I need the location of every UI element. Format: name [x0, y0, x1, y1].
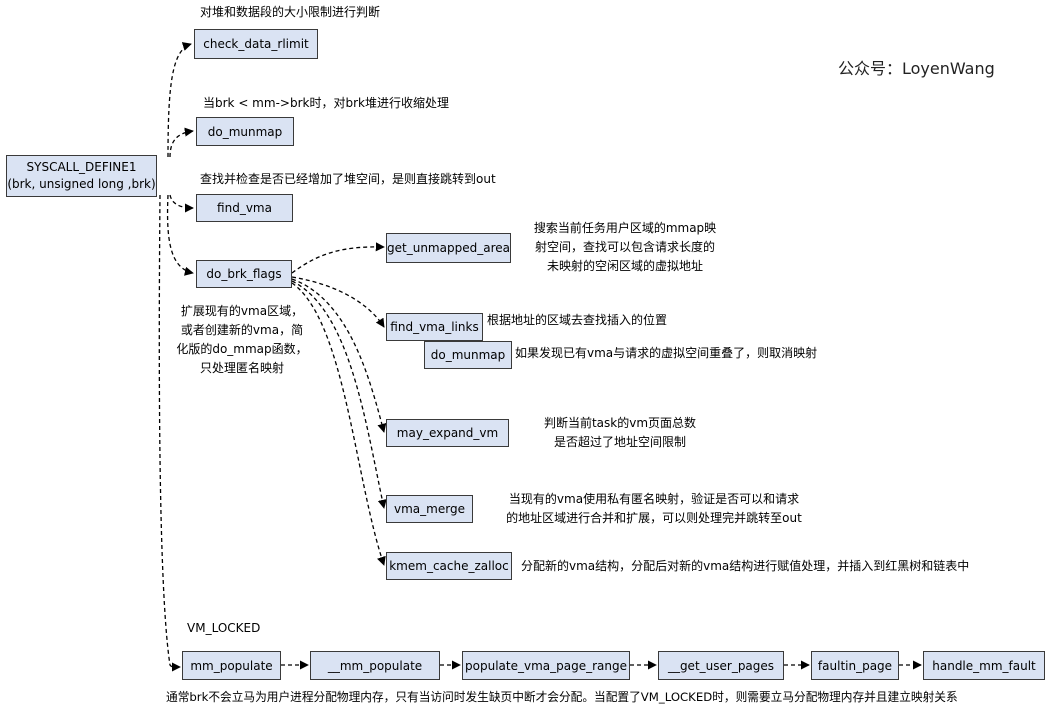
do-brk-flags-note: 扩展现有的vma区域， 或者创建新的vma，简 化版的do_mmap函数， 只处… [172, 302, 312, 378]
vma-merge-box[interactable]: vma_merge [386, 495, 473, 523]
do-munmap-inner-box[interactable]: do_munmap [424, 341, 512, 369]
do-brk-flags-note-line: 化版的do_mmap函数， [176, 342, 308, 356]
arrow-to-find-vma-links [291, 276, 385, 328]
root-line2: (brk, unsigned long ,brk) [7, 177, 156, 191]
do-munmap-top-note: 当brk < mm->brk时，对brk堆进行收缩处理 [203, 96, 449, 110]
watermark: 公众号：LoyenWang [838, 59, 995, 78]
arrow-to-find-vma [169, 194, 194, 213]
arrow-to-may-expand-vm [291, 278, 387, 433]
may-expand-vm-box[interactable]: may_expand_vm [386, 419, 509, 447]
find-vma-links-box[interactable]: find_vma_links [386, 313, 483, 341]
get-unmapped-area-note-line: 搜索当前任务用户区域的mmap映 [533, 221, 717, 235]
check-data-rlimit-note: 对堆和数据段的大小限制进行判断 [200, 5, 381, 19]
find-vma-links-note: 根据地址的区域去查找插入的位置 [487, 313, 668, 327]
kmem-cache-zalloc-note: 分配新的vma结构，分配后对新的vma结构进行赋值处理，并插入到红黑树和链表中 [521, 559, 970, 573]
populate-vma-page-range-box[interactable]: populate_vma_page_range [462, 651, 630, 680]
syscall-define1-box[interactable]: SYSCALL_DEFINE1 (brk, unsigned long ,brk… [6, 155, 157, 197]
vma-merge-note: 当现有的vma使用私有匿名映射，验证是否可以和请求 的地址区域进行合并和扩展，可… [482, 490, 826, 528]
mm-populate-box[interactable]: mm_populate [182, 651, 281, 680]
find-vma-box[interactable]: find_vma [196, 194, 293, 222]
do-munmap-top-box[interactable]: do_munmap [196, 117, 294, 146]
bottom-note: 通常brk不会立马为用户进程分配物理内存，只有当访问时发生缺页中断才会分配。当配… [166, 690, 958, 704]
mm-populate2-box[interactable]: __mm_populate [310, 651, 440, 680]
vma-merge-note-line: 的地址区域进行合并和扩展，可以则处理完并跳转至out [506, 511, 802, 525]
arrow-to-mm-populate [158, 194, 181, 672]
may-expand-vm-note-line: 判断当前task的vm页面总数 [543, 416, 697, 430]
vm-locked-label: VM_LOCKED [187, 621, 261, 635]
faultin-page-box[interactable]: faultin_page [811, 651, 899, 680]
arrow-to-kmem-cache-zalloc [291, 282, 386, 566]
do-brk-flags-note-line: 只处理匿名映射 [199, 361, 284, 375]
find-vma-note: 查找并检查是否已经增加了堆空间，是则直接跳转到out [200, 172, 496, 186]
get-unmapped-area-box[interactable]: get_unmapped_area [386, 233, 511, 263]
check-data-rlimit-box[interactable]: check_data_rlimit [194, 29, 318, 59]
do-brk-flags-box[interactable]: do_brk_flags [196, 260, 292, 288]
get-user-pages-box[interactable]: __get_user_pages [658, 651, 784, 680]
get-unmapped-area-note-line: 射空间，查找可以包含请求长度的 [534, 240, 715, 254]
get-unmapped-area-note: 搜索当前任务用户区域的mmap映 射空间，查找可以包含请求长度的 未映射的空闲区… [520, 219, 730, 276]
root-line1: SYSCALL_DEFINE1 [26, 160, 137, 174]
vma-merge-note-line: 当现有的vma使用私有匿名映射，验证是否可以和请求 [508, 492, 800, 506]
do-brk-flags-note-line: 扩展现有的vma区域， [180, 304, 304, 318]
handle-mm-fault-box[interactable]: handle_mm_fault [923, 651, 1045, 680]
arrow-to-get-unmapped-area [291, 242, 385, 274]
kmem-cache-zalloc-box[interactable]: kmem_cache_zalloc [386, 552, 512, 580]
get-unmapped-area-note-line: 未映射的空闲区域的虚拟地址 [546, 259, 703, 273]
arrow-to-check-data-rlimit [167, 42, 192, 158]
may-expand-vm-note-line: 是否超过了地址空间限制 [553, 435, 686, 449]
do-brk-flags-note-line: 或者创建新的vma，简 [180, 323, 304, 337]
arrow-to-vma-merge [291, 280, 387, 509]
may-expand-vm-note: 判断当前task的vm页面总数 是否超过了地址空间限制 [520, 414, 720, 452]
arrow-to-do-munmap-top [169, 127, 194, 158]
do-munmap-inner-note: 如果发现已有vma与请求的虚拟空间重叠了，则取消映射 [515, 346, 818, 360]
